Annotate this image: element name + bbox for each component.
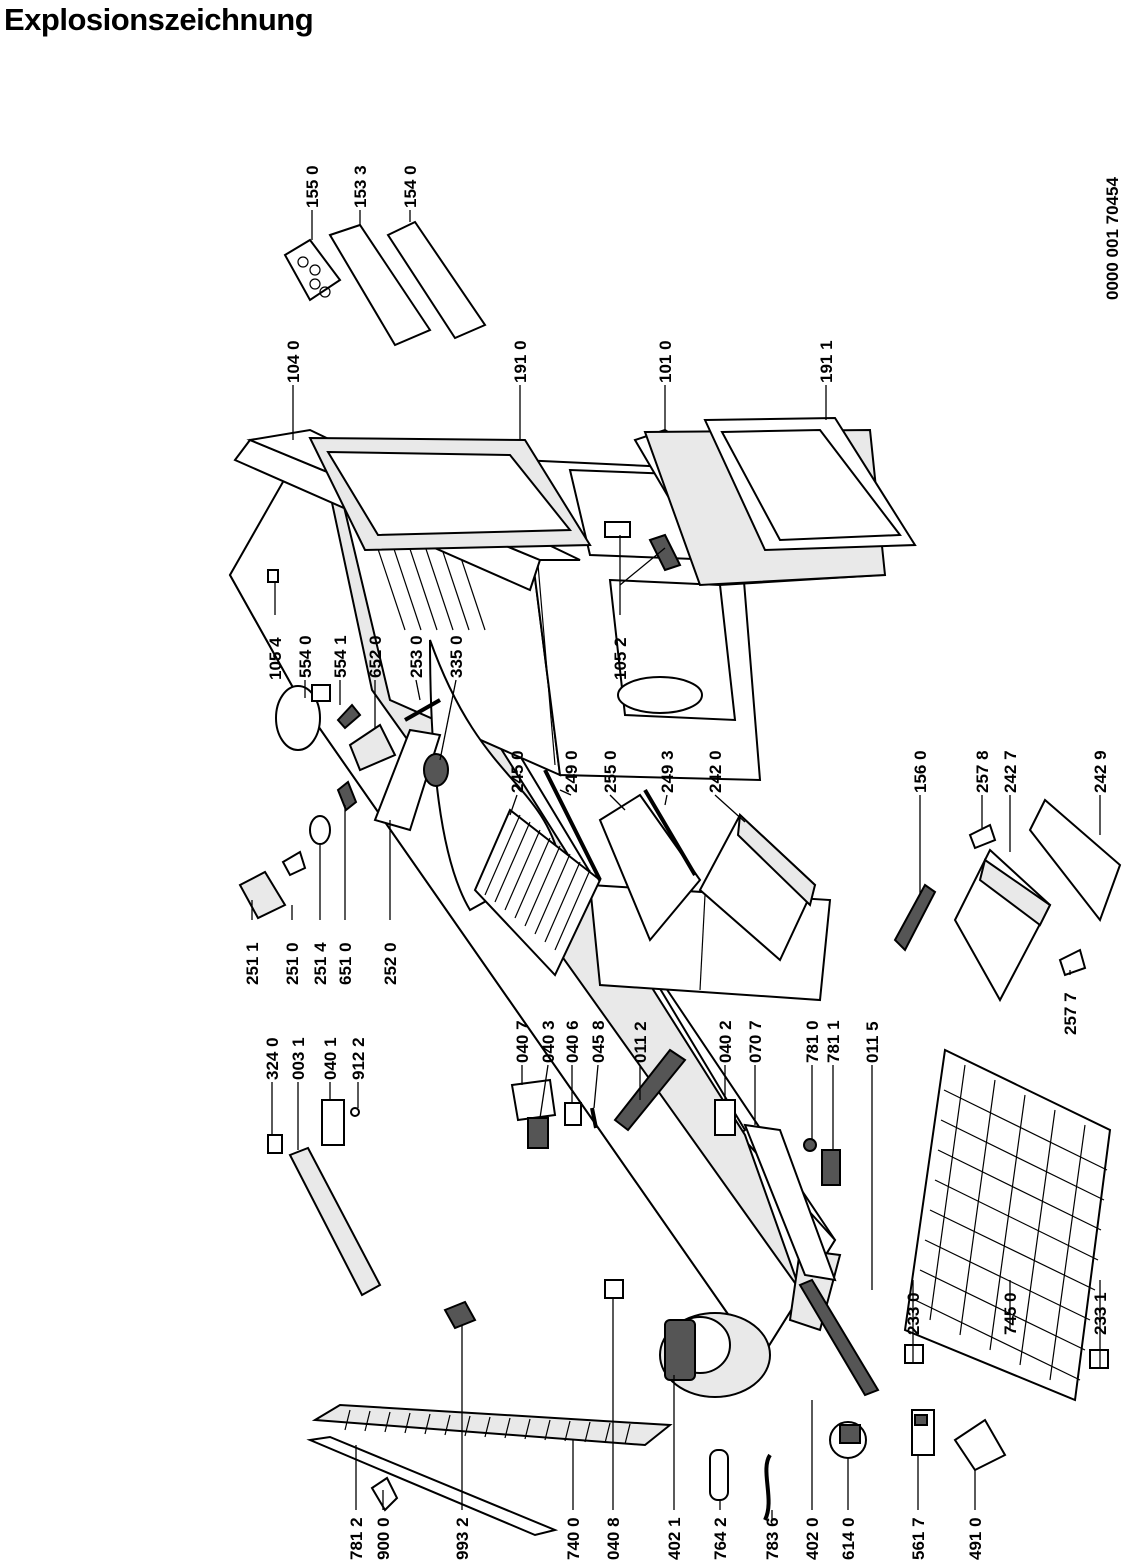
part-label: 242 0 bbox=[706, 750, 725, 793]
part-label: 155 0 bbox=[303, 165, 322, 208]
part-label: 402 1 bbox=[665, 1517, 684, 1560]
part-label: 040 8 bbox=[604, 1517, 623, 1560]
part-label: 040 7 bbox=[513, 1020, 532, 1063]
part-label: 040 2 bbox=[716, 1020, 735, 1063]
part-label: 764 2 bbox=[711, 1517, 730, 1560]
shelves-drawing bbox=[473, 769, 817, 977]
part-label: 781 1 bbox=[824, 1020, 843, 1063]
part-label: 251 0 bbox=[283, 942, 302, 985]
condenser-drawing bbox=[903, 1048, 1112, 1402]
page-title: Explosionszeichnung bbox=[4, 2, 314, 37]
part-label: 257 7 bbox=[1061, 992, 1080, 1035]
part-label: 011 2 bbox=[631, 1021, 650, 1063]
lower-door-drawing bbox=[604, 416, 917, 587]
part-label: 651 0 bbox=[336, 942, 355, 985]
part-label: 101 0 bbox=[656, 340, 675, 383]
part-label: 993 2 bbox=[453, 1517, 472, 1560]
part-label: 011 5 bbox=[863, 1021, 882, 1063]
part-labels: 781 2 900 0 993 2 740 0 040 8 402 1 764 … bbox=[243, 165, 1110, 1560]
part-label: 740 0 bbox=[564, 1517, 583, 1560]
part-label: 105 4 bbox=[266, 637, 285, 680]
part-label: 153 3 bbox=[351, 165, 370, 208]
part-label: 191 0 bbox=[511, 340, 530, 383]
part-label: 251 1 bbox=[243, 942, 262, 985]
part-label: 045 8 bbox=[589, 1020, 608, 1063]
part-label: 491 0 bbox=[966, 1517, 985, 1560]
upper-door-drawing bbox=[233, 428, 592, 592]
part-label: 242 9 bbox=[1091, 750, 1110, 793]
part-label: 253 0 bbox=[407, 635, 426, 678]
part-label: 783 6 bbox=[763, 1517, 782, 1560]
control-parts-drawing bbox=[238, 684, 449, 920]
part-label: 781 0 bbox=[803, 1020, 822, 1063]
part-label: 040 6 bbox=[563, 1020, 582, 1063]
part-label: 070 7 bbox=[746, 1020, 765, 1063]
part-label: 249 3 bbox=[658, 750, 677, 793]
part-label: 554 1 bbox=[331, 635, 350, 678]
hinge-brackets-drawing bbox=[267, 1048, 880, 1397]
part-label: 912 2 bbox=[349, 1037, 368, 1080]
part-label: 040 3 bbox=[539, 1020, 558, 1063]
part-label: 257 8 bbox=[973, 750, 992, 793]
freezer-drawers-drawing bbox=[893, 798, 1122, 1003]
document-number: 0000 001 70454 bbox=[1103, 177, 1122, 300]
part-label: 781 2 bbox=[347, 1517, 366, 1560]
part-label: 249 0 bbox=[562, 750, 581, 793]
part-label: 561 7 bbox=[909, 1517, 928, 1560]
part-label: 233 1 bbox=[1091, 1292, 1110, 1335]
seal-strip-drawing bbox=[306, 1403, 673, 1537]
part-label: 324 0 bbox=[263, 1037, 282, 1080]
part-label: 335 0 bbox=[447, 635, 466, 678]
part-label: 251 4 bbox=[311, 942, 330, 985]
part-label: 554 0 bbox=[296, 635, 315, 678]
small-parts-left-drawing bbox=[370, 1279, 1007, 1521]
part-label: 745 0 bbox=[1001, 1292, 1020, 1335]
part-label: 233 0 bbox=[904, 1292, 923, 1335]
part-label: 040 1 bbox=[321, 1037, 340, 1080]
part-label: 156 0 bbox=[911, 750, 930, 793]
leader-lines bbox=[251, 210, 1101, 1520]
part-label: 255 0 bbox=[601, 750, 620, 793]
part-label: 614 0 bbox=[839, 1517, 858, 1560]
part-label: 003 1 bbox=[289, 1037, 308, 1080]
part-label: 191 1 bbox=[817, 340, 836, 383]
door-racks-drawing bbox=[283, 220, 487, 347]
part-label: 105 2 bbox=[611, 637, 630, 680]
part-label: 104 0 bbox=[284, 340, 303, 383]
part-label: 252 0 bbox=[381, 942, 400, 985]
part-label: 245 0 bbox=[508, 750, 527, 793]
part-label: 402 0 bbox=[803, 1517, 822, 1560]
part-label: 154 0 bbox=[401, 165, 420, 208]
part-label: 652 0 bbox=[366, 635, 385, 678]
part-label: 242 7 bbox=[1001, 750, 1020, 793]
part-label: 900 0 bbox=[374, 1517, 393, 1560]
